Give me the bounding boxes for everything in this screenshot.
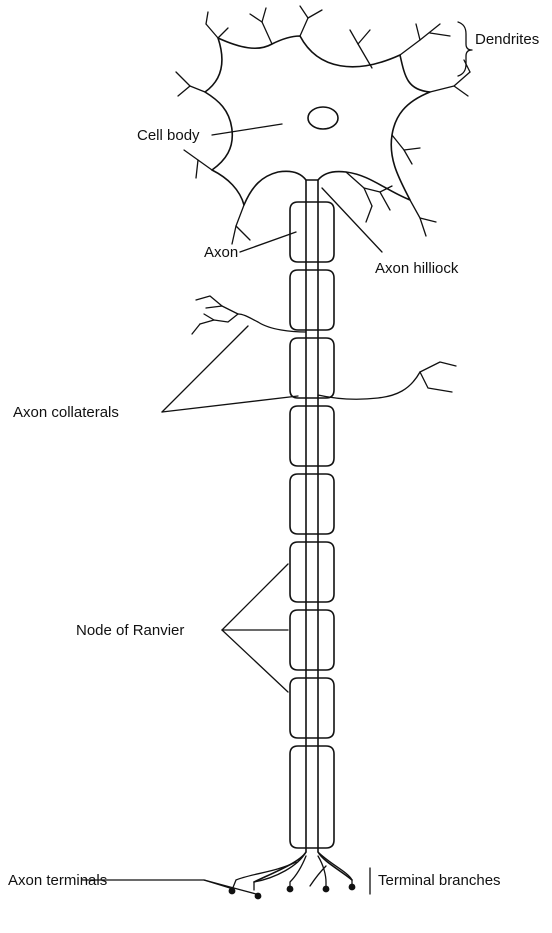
axon-collaterals-leader-2 (162, 396, 298, 412)
axon-collateral-left (192, 296, 306, 334)
label-axon-terminals: Axon terminals (8, 872, 107, 889)
myelin-segment (290, 542, 334, 602)
dendrites-bracket (458, 22, 472, 76)
axon-terminal-knob (323, 886, 330, 893)
nucleus (308, 107, 338, 129)
label-axon: Axon (204, 244, 238, 261)
myelin-segment (290, 338, 334, 398)
label-cell-body: Cell body (137, 127, 200, 144)
label-axon-collaterals: Axon collaterals (13, 404, 119, 421)
node-of-ranvier-leader-3 (222, 630, 288, 692)
leader-lines (82, 22, 472, 894)
myelin-segment (290, 406, 334, 466)
myelin-segment (290, 270, 334, 330)
label-terminal-branches: Terminal branches (378, 872, 501, 889)
axon-collaterals-leader-1 (162, 326, 248, 412)
cell-body-leader (212, 124, 282, 135)
myelin-segment (290, 746, 334, 848)
myelin-sheath (290, 202, 334, 848)
label-axon-hillock: Axon hilliock (375, 260, 459, 277)
axon-terminal-knob (287, 886, 294, 893)
myelin-segment (290, 474, 334, 534)
label-dendrites: Dendrites (475, 31, 539, 48)
axon-leader (240, 232, 296, 252)
myelin-segment (290, 678, 334, 738)
node-of-ranvier-leader-1 (222, 564, 288, 630)
myelin-segment (290, 610, 334, 670)
axon-collateral-right (318, 362, 456, 399)
axon-terminal-knob (349, 884, 356, 891)
label-node-of-ranvier: Node of Ranvier (76, 622, 184, 639)
terminal-branches (232, 852, 352, 890)
